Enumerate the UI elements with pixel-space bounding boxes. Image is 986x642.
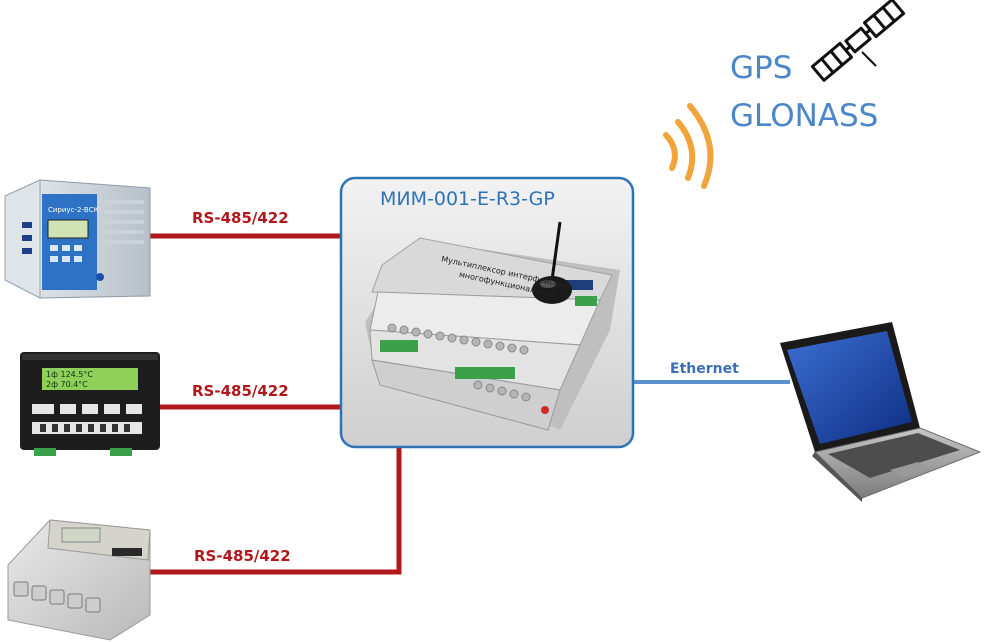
rs485-label-middle: RS-485/422: [192, 382, 289, 400]
satellite-icon: [810, 0, 906, 82]
controller-device-icon: 1ф 124.5°С 2ф 70.4°С: [20, 352, 160, 456]
glonass-label: GLONASS: [730, 98, 879, 134]
laptop-icon: [780, 322, 982, 502]
rs485-label-bottom: RS-485/422: [194, 547, 291, 565]
controller-display-line-1: 1ф 124.5°С: [46, 370, 93, 379]
controller-display-line-2: 2ф 70.4°С: [46, 380, 88, 389]
meter-device-icon: [7, 519, 151, 641]
relay-device-icon: Сириус-2-ВСК: [4, 179, 151, 299]
rs485-line-bottom: [150, 448, 402, 575]
gps-label: GPS: [730, 50, 793, 86]
relay-panel-label: Сириус-2-ВСК: [48, 206, 99, 214]
antenna-icon: [532, 221, 572, 304]
wireless-signal-icon: [663, 103, 714, 189]
ethernet-label: Ethernet: [670, 361, 739, 377]
rs485-label-top: RS-485/422: [192, 209, 289, 227]
multiplexer-title: МИМ-001-E-R3-GP: [380, 188, 555, 210]
